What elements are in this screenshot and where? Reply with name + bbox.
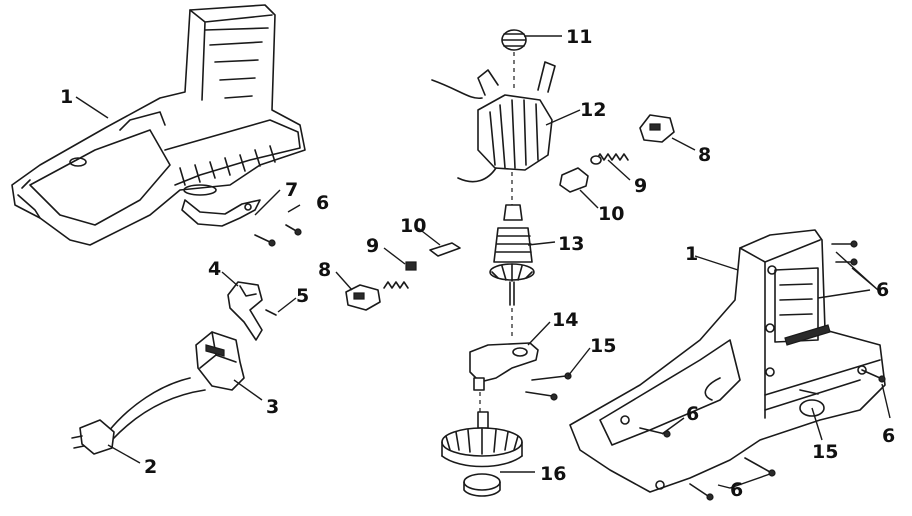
callout-14: 14: [552, 309, 578, 331]
gear-part-11: [501, 29, 527, 51]
screws-part-15-center: [525, 372, 572, 401]
callout-1-right: 1: [685, 243, 698, 265]
clamp-part-7: [181, 199, 261, 227]
callout-3: 3: [266, 396, 279, 418]
brush-part-10-left: [429, 242, 461, 257]
spring-part-9-left: [383, 261, 417, 289]
callout-6-far-right: 6: [882, 425, 895, 447]
callout-6-lower-mid: 6: [686, 403, 699, 425]
brush-holder-part-8-left: [345, 284, 381, 311]
callout-16: 16: [540, 463, 566, 485]
callout-11: 11: [566, 26, 592, 48]
left-housing-half: [11, 4, 306, 246]
screws-part-6-left: [254, 224, 302, 247]
callout-10-right: 10: [598, 203, 624, 225]
callout-4: 4: [208, 258, 221, 280]
screws-part-6-right: [639, 240, 886, 501]
callout-8-left: 8: [318, 259, 331, 281]
callout-15-center: 15: [590, 335, 616, 357]
callout-6-top-left: 6: [316, 192, 329, 214]
callout-9-left: 9: [366, 235, 379, 257]
power-cord-part-2: [71, 377, 206, 455]
callout-8-right: 8: [698, 144, 711, 166]
callout-6-right: 6: [876, 279, 889, 301]
switch-box-part-3: [195, 331, 245, 391]
leader-lines: [75, 35, 891, 489]
callout-12: 12: [580, 99, 606, 121]
callout-15-right: 15: [812, 441, 838, 463]
brush-part-10-right: [559, 167, 589, 193]
callout-2: 2: [144, 456, 157, 478]
callout-7: 7: [285, 179, 298, 201]
armature-part-13: [489, 204, 535, 340]
callout-13: 13: [558, 233, 584, 255]
switch-part-4: [227, 281, 277, 341]
right-housing-half: [569, 229, 886, 493]
brush-holder-part-8-right: [639, 114, 675, 143]
callout-5: 5: [296, 285, 309, 307]
callout-9-right: 9: [634, 175, 647, 197]
gear-assembly-part-16: [441, 411, 523, 497]
callout-1-left: 1: [60, 86, 73, 108]
callout-10-left: 10: [400, 215, 426, 237]
callout-6-bottom: 6: [730, 479, 743, 501]
callout-labels: 1 1 2 3 4 5 6 6 6 6 6 7 8 8 9 9 10 10 11…: [60, 26, 895, 501]
field-assembly-part-12: [431, 52, 556, 205]
spring-part-9-right: [590, 153, 629, 165]
bearing-bracket-part-14: [469, 342, 539, 412]
